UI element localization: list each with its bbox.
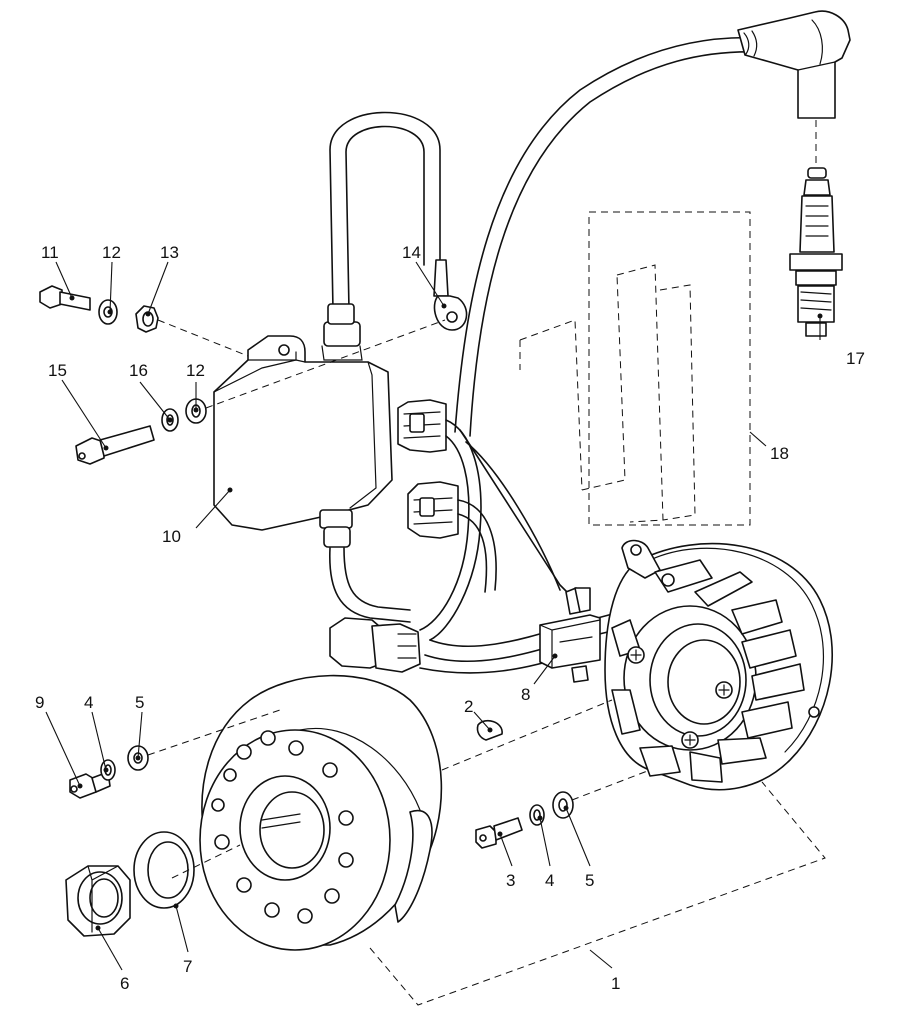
bolt-item-15 <box>75 425 155 465</box>
callout-13: 13 <box>160 243 179 262</box>
callout-4-left: 4 <box>84 693 93 712</box>
leader-lines <box>45 261 823 971</box>
callout-12-top: 12 <box>102 243 121 262</box>
cdi-lower-cable <box>329 547 411 623</box>
callout-10: 10 <box>162 527 181 546</box>
flywheel-nut <box>65 865 131 937</box>
callout-7: 7 <box>183 957 192 976</box>
callout-3: 3 <box>506 871 515 890</box>
callout-5-left: 5 <box>135 693 144 712</box>
wiring-connector-lower <box>407 481 459 539</box>
callout-1: 1 <box>611 974 620 993</box>
bolt-item-11 <box>39 285 91 311</box>
callout-8: 8 <box>521 685 530 704</box>
nut-item-13 <box>135 305 159 333</box>
spark-plug <box>789 167 843 337</box>
washer-5-right <box>552 791 574 819</box>
callout-11: 11 <box>41 243 59 262</box>
callout-12-lower: 12 <box>186 361 205 380</box>
cdi-ignition-unit <box>213 303 393 548</box>
callout-14: 14 <box>402 243 421 262</box>
wiring-harness <box>329 419 626 674</box>
callout-labels: 11 12 13 14 15 16 12 10 17 18 8 2 9 4 5 … <box>35 243 865 993</box>
stator-assembly <box>604 539 833 791</box>
flywheel-rotor <box>199 674 443 951</box>
callout-5-right: 5 <box>585 871 594 890</box>
lock-washer-4-right <box>529 804 545 826</box>
callout-6: 6 <box>120 974 129 993</box>
callout-17: 17 <box>846 349 865 368</box>
cdi-loop-cable <box>329 111 441 311</box>
callout-4-right: 4 <box>545 871 554 890</box>
callout-9: 9 <box>35 693 44 712</box>
pickup-sensor <box>539 587 601 683</box>
callout-2: 2 <box>464 697 473 716</box>
ground-ring-terminal <box>433 259 468 331</box>
callout-15: 15 <box>48 361 67 380</box>
callout-16: 16 <box>129 361 148 380</box>
ignition-cable <box>454 36 761 437</box>
assembly-axes <box>147 319 826 1006</box>
spark-plug-cap <box>737 10 851 119</box>
flywheel-washer <box>133 831 195 909</box>
decal-set-box <box>519 211 751 526</box>
wiring-connector-upper <box>397 399 447 453</box>
callout-18: 18 <box>770 444 789 463</box>
